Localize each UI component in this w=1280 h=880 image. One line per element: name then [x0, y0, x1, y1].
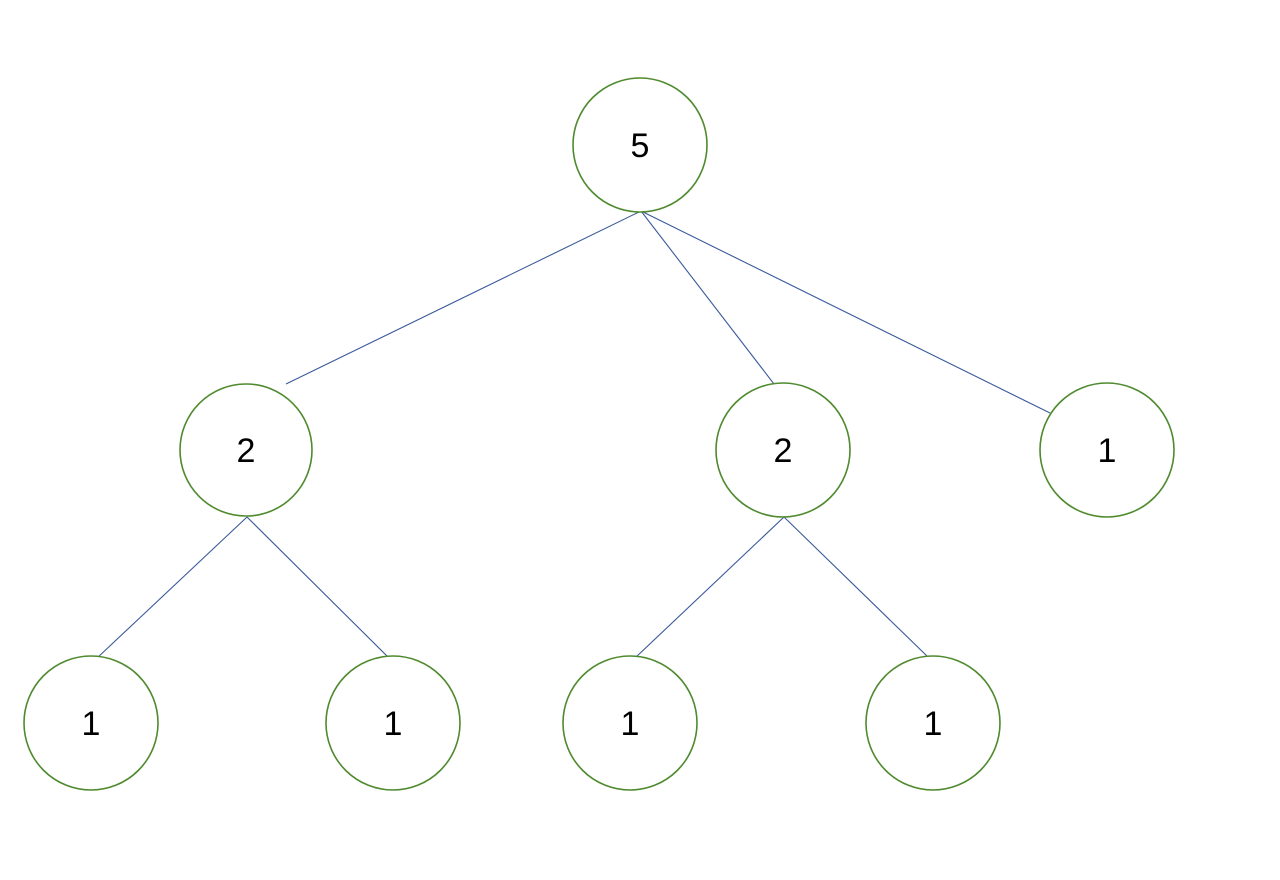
tree-node[interactable]: 1 [325, 655, 461, 791]
tree-edge [640, 210, 775, 385]
tree-node[interactable]: 5 [572, 77, 708, 213]
tree-edge [783, 516, 929, 658]
node-circle[interactable] [865, 655, 1001, 791]
node-label: 5 [631, 127, 650, 165]
tree-node[interactable]: 1 [562, 655, 698, 791]
node-label: 1 [384, 705, 403, 743]
tree-edge [95, 516, 248, 660]
tree-edge [640, 210, 1051, 414]
tree-node[interactable]: 1 [865, 655, 1001, 791]
node-circle[interactable] [572, 77, 708, 213]
node-label: 1 [621, 705, 640, 743]
node-label: 2 [237, 432, 256, 470]
tree-node[interactable]: 2 [179, 383, 313, 517]
tree-node[interactable]: 1 [23, 655, 159, 791]
tree-edge [285, 210, 642, 385]
tree-edge [634, 516, 785, 659]
tree-node[interactable]: 2 [715, 382, 851, 518]
node-circle[interactable] [179, 383, 313, 517]
node-label: 1 [1098, 432, 1117, 470]
edge-group [95, 210, 1051, 660]
node-circle[interactable] [562, 655, 698, 791]
node-circle[interactable] [715, 382, 851, 518]
node-label: 1 [82, 705, 101, 743]
node-circle[interactable] [23, 655, 159, 791]
node-circle[interactable] [325, 655, 461, 791]
node-label: 1 [924, 705, 943, 743]
node-circle[interactable] [1039, 382, 1175, 518]
node-group: 5 2 2 1 1 1 1 1 [23, 77, 1175, 791]
tree-node[interactable]: 1 [1039, 382, 1175, 518]
node-label: 2 [774, 432, 793, 470]
tree-edge [246, 516, 389, 658]
